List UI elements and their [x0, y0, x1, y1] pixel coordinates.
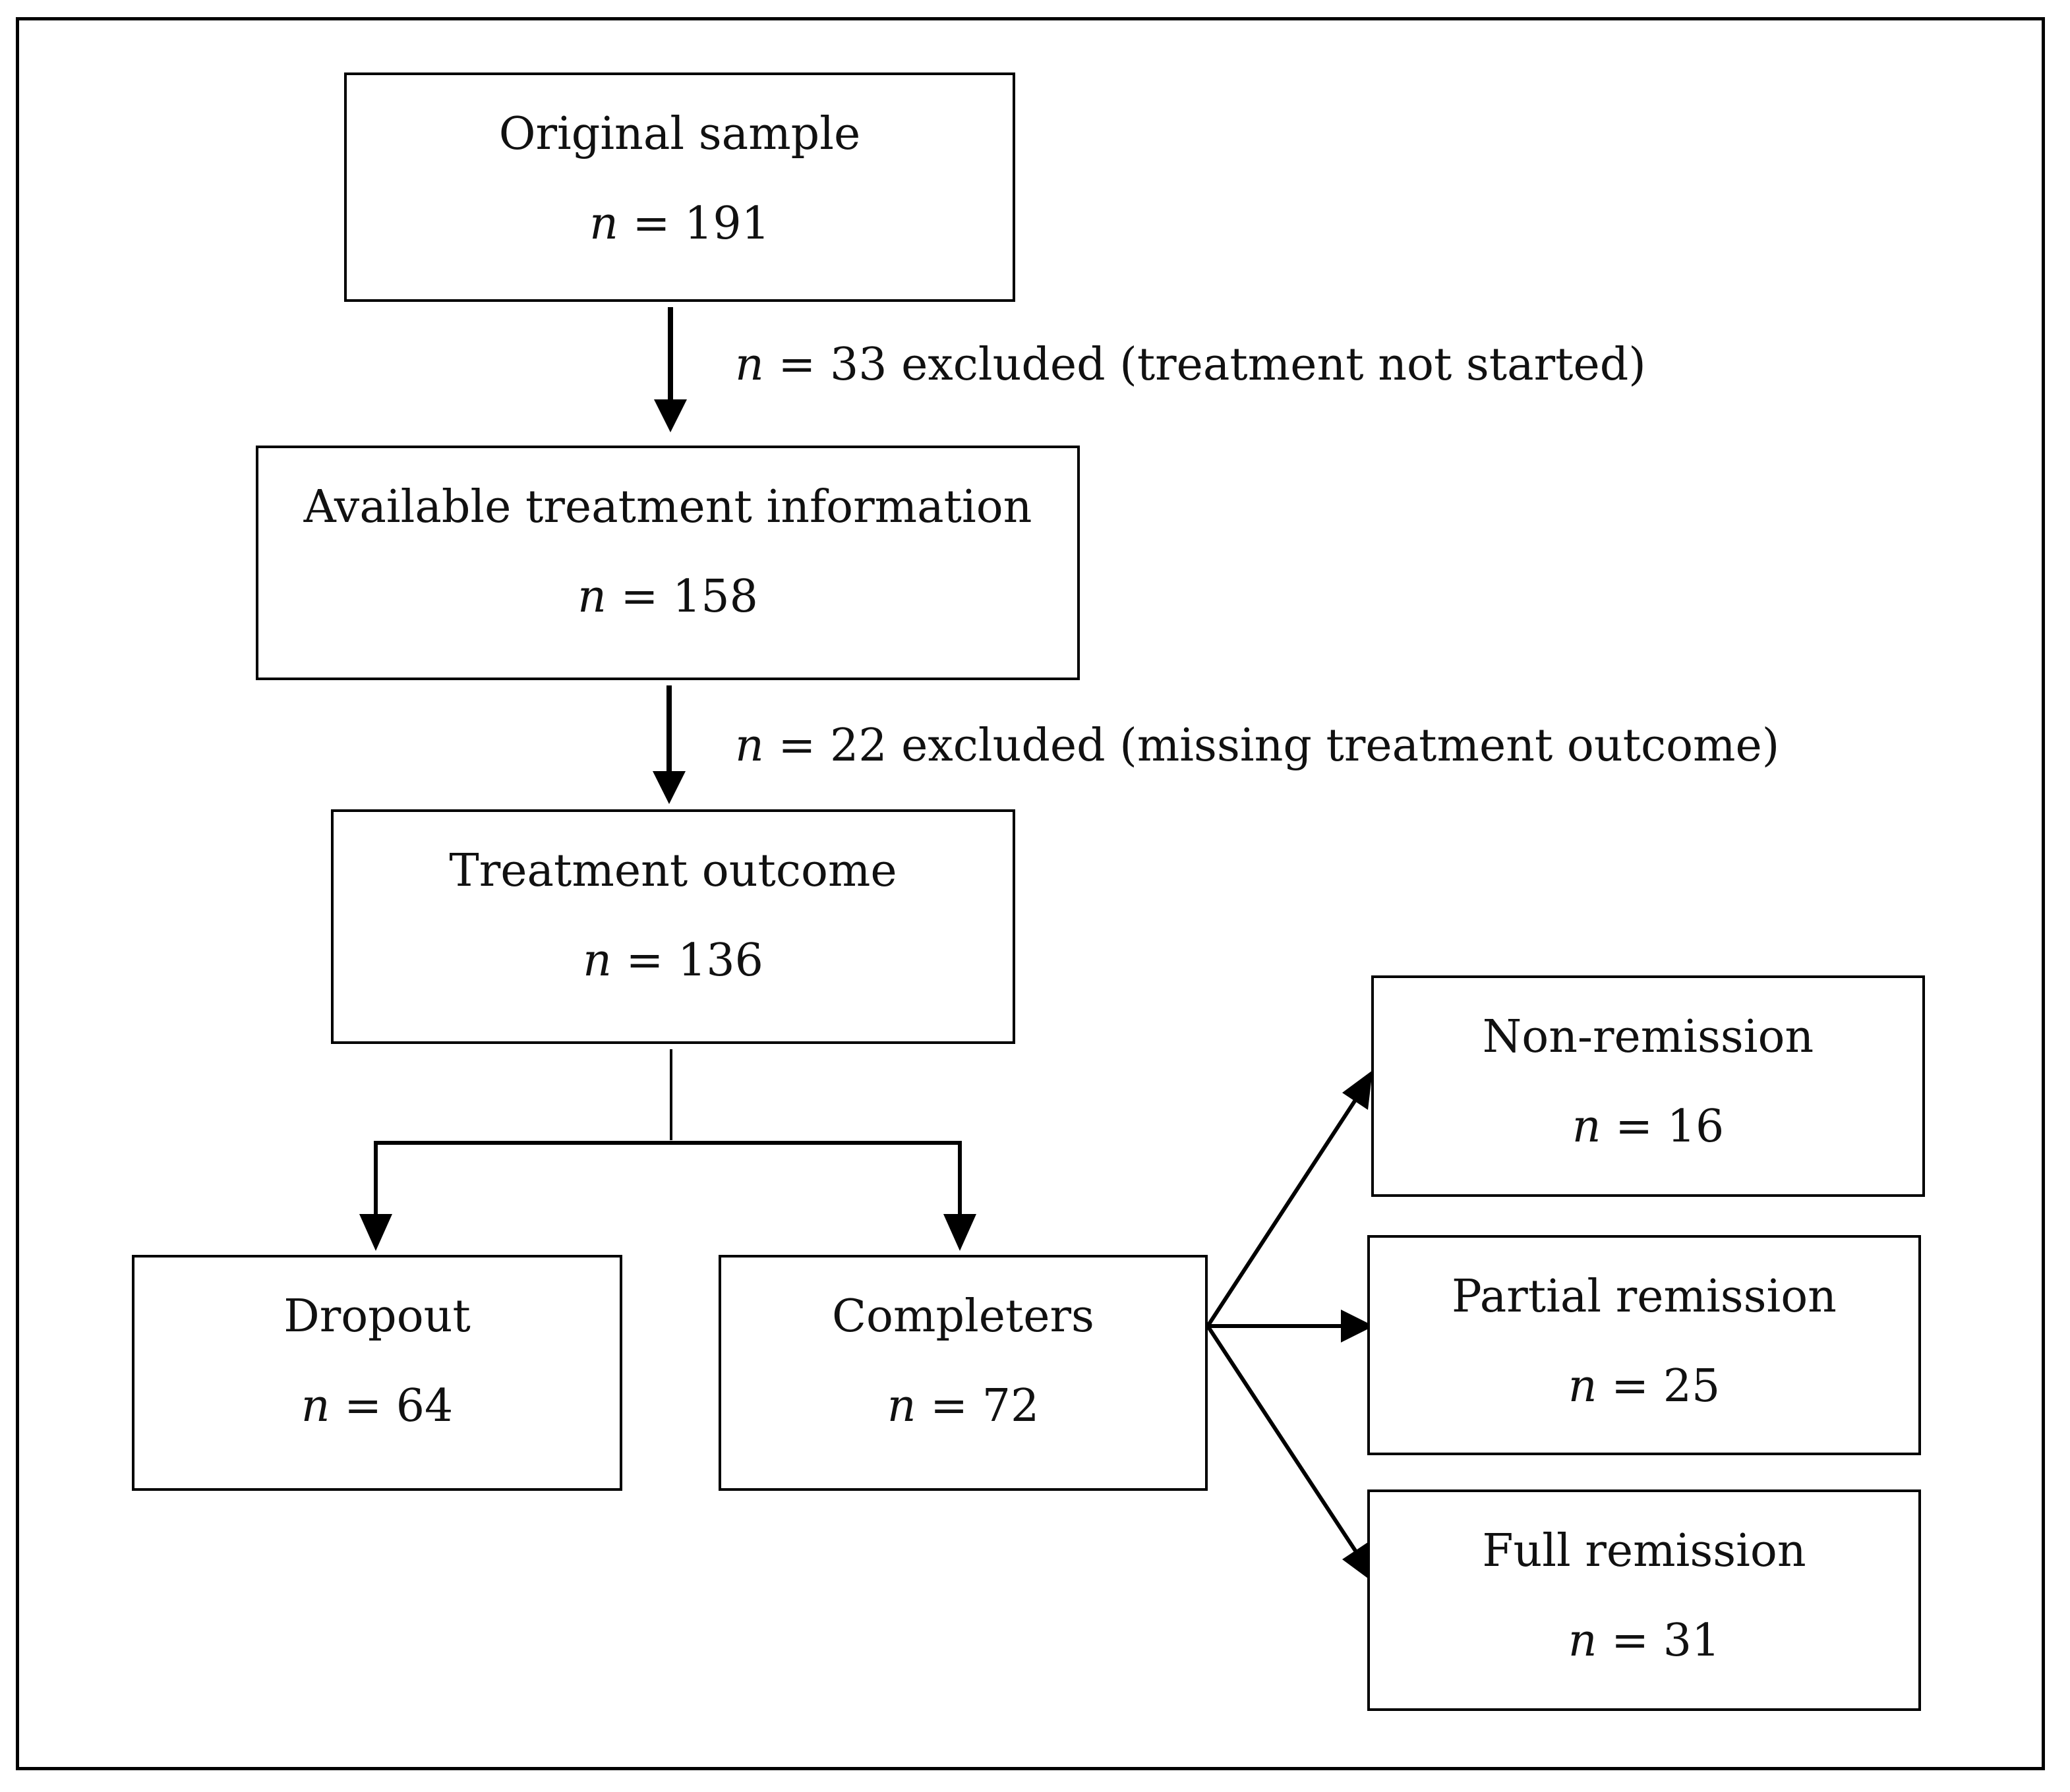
arrowhead-to-completers — [943, 1214, 976, 1251]
split-line — [374, 1141, 962, 1214]
original-sample-label: Original sample — [498, 108, 861, 160]
exclusion-note-2: n = 22 excluded (missing treatment outco… — [735, 720, 1780, 772]
arrow-to-full — [1206, 1325, 1359, 1554]
completers-box: Completers n = 72 — [719, 1255, 1208, 1491]
treatment-outcome-count: n = 136 — [583, 935, 763, 987]
non-remission-label: Non-remission — [1482, 1011, 1814, 1063]
non-remission-count: n = 16 — [1572, 1101, 1725, 1153]
partial-remission-label: Partial remission — [1452, 1271, 1837, 1323]
non-remission-box: Non-remission n = 16 — [1371, 975, 1925, 1197]
partial-remission-count: n = 25 — [1568, 1360, 1721, 1412]
original-sample-box: Original sample n = 191 — [344, 72, 1015, 302]
dropout-box: Dropout n = 64 — [132, 1255, 622, 1491]
available-info-count: n = 158 — [577, 571, 758, 623]
available-info-box: Available treatment information n = 158 — [256, 446, 1080, 680]
dropout-label: Dropout — [283, 1290, 471, 1343]
original-sample-count: n = 191 — [589, 198, 770, 250]
arrow-to-nonremission — [1206, 1097, 1359, 1327]
diagram-frame — [16, 17, 2045, 1770]
completers-count: n = 72 — [887, 1380, 1040, 1432]
full-remission-label: Full remission — [1482, 1525, 1806, 1577]
dropout-count: n = 64 — [301, 1380, 454, 1432]
arrowhead-to-partial — [1341, 1310, 1374, 1343]
arrowhead-to-nonremission — [1342, 1070, 1373, 1110]
partial-remission-box: Partial remission n = 25 — [1367, 1235, 1921, 1455]
treatment-outcome-label: Treatment outcome — [449, 845, 897, 897]
arrowhead-available-to-outcome — [653, 771, 686, 804]
arrowhead-to-full — [1342, 1542, 1373, 1582]
full-remission-box: Full remission n = 31 — [1367, 1489, 1921, 1711]
full-remission-count: n = 31 — [1568, 1615, 1721, 1667]
arrowhead-to-dropout — [359, 1214, 392, 1251]
treatment-outcome-box: Treatment outcome n = 136 — [331, 809, 1015, 1044]
completers-label: Completers — [832, 1290, 1094, 1343]
arrowhead-original-to-available — [654, 399, 687, 432]
available-info-label: Available treatment information — [303, 481, 1032, 533]
exclusion-note-1: n = 33 excluded (treatment not started) — [735, 339, 1646, 391]
